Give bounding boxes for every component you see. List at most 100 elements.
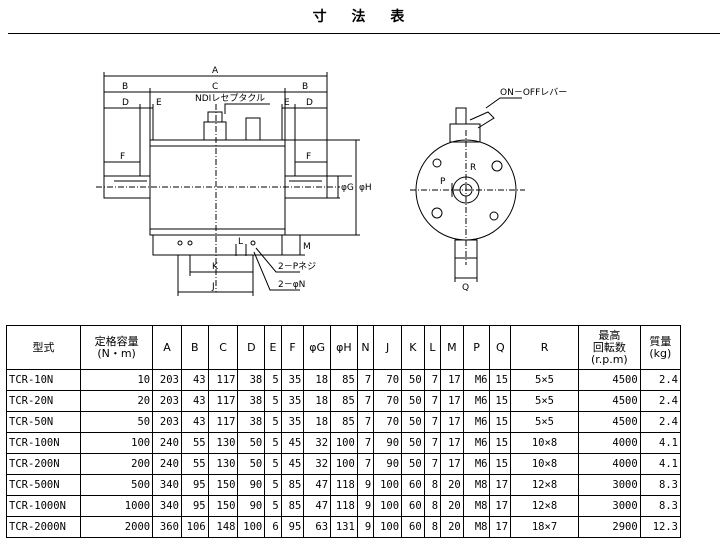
table-cell: 50 xyxy=(401,453,425,475)
table-cell: 4500 xyxy=(577,369,641,391)
dim-label-C: C xyxy=(212,82,218,92)
table-cell: 8.3 xyxy=(639,474,682,496)
dim-label-B-right: B xyxy=(302,82,308,92)
table-cell: 15 xyxy=(489,432,512,454)
table-cell: 55 xyxy=(180,453,209,475)
dim-label-Q: Q xyxy=(462,283,469,293)
table-cell: 18 xyxy=(303,390,332,412)
table-cell: 85 xyxy=(280,495,305,517)
dim-label-M: M xyxy=(303,242,311,252)
table-cell: 5 xyxy=(264,432,282,454)
table-cell: M6 xyxy=(462,369,491,391)
table-cell: 10×8 xyxy=(510,453,579,475)
table-cell: 85 xyxy=(330,411,358,433)
table-cell: 12.3 xyxy=(639,516,682,538)
table-cell: 2900 xyxy=(577,516,641,538)
table-cell: 240 xyxy=(152,453,182,475)
table-cell: TCR-50N xyxy=(5,411,82,433)
table-cell: 50 xyxy=(80,411,154,433)
table-cell: 45 xyxy=(280,432,305,454)
table-cell: TCR-20N xyxy=(5,390,82,412)
table-cell: 5 xyxy=(264,474,282,496)
table-cell: 100 xyxy=(237,516,266,538)
table-cell: 70 xyxy=(373,411,403,433)
table-cell: 50 xyxy=(401,411,425,433)
table-cell: 20 xyxy=(80,390,154,412)
callout-ndi-receptacle: NDIレセプタクル xyxy=(195,93,265,104)
table-cell: 85 xyxy=(330,369,358,391)
table-cell: 35 xyxy=(280,369,305,391)
header-cell: D xyxy=(237,325,266,370)
table-cell: 32 xyxy=(303,453,332,475)
table-cell: 17 xyxy=(440,390,464,412)
table-cell: 20 xyxy=(440,495,464,517)
table-cell: 50 xyxy=(237,432,266,454)
callout-n-hole: 2－φN xyxy=(278,280,305,290)
header-cell: N xyxy=(356,325,375,370)
table-cell: 9 xyxy=(356,474,375,496)
table-cell: 106 xyxy=(180,516,209,538)
table-cell: 500 xyxy=(80,474,154,496)
table-cell: 90 xyxy=(373,453,403,475)
mount-base xyxy=(152,234,283,256)
table-cell: 117 xyxy=(207,411,239,433)
table-cell: 38 xyxy=(237,369,266,391)
table-cell: 17 xyxy=(440,432,464,454)
header-cell: B xyxy=(180,325,209,370)
table-cell: 6 xyxy=(264,516,282,538)
table-cell: 100 xyxy=(373,495,403,517)
table-cell: 4500 xyxy=(577,411,641,433)
table-cell: 3000 xyxy=(577,495,641,517)
table-cell: M6 xyxy=(462,432,491,454)
table-cell: 2.4 xyxy=(639,411,682,433)
table-cell: 10×8 xyxy=(510,432,579,454)
table-cell: 3000 xyxy=(577,474,641,496)
table-cell: 7 xyxy=(423,432,442,454)
table-cell: 43 xyxy=(180,390,209,412)
header-cell: E xyxy=(264,325,282,370)
table-cell: M6 xyxy=(462,390,491,412)
table-cell: M8 xyxy=(462,474,491,496)
dim-label-F-right: F xyxy=(306,152,311,162)
table-cell: 2000 xyxy=(80,516,154,538)
table-cell: 203 xyxy=(152,369,182,391)
table-cell: 5 xyxy=(264,453,282,475)
table-cell: 12×8 xyxy=(510,474,579,496)
table-cell: 90 xyxy=(237,474,266,496)
table-cell: M8 xyxy=(462,516,491,538)
callout-onoff-lever: ON－OFFレバー xyxy=(500,87,567,98)
dim-label-F-left: F xyxy=(120,152,125,162)
table-cell: 47 xyxy=(303,495,332,517)
table-cell: 5×5 xyxy=(510,369,579,391)
table-cell: 15 xyxy=(489,369,512,391)
table-cell: 12×8 xyxy=(510,495,579,517)
table-cell: 2.4 xyxy=(639,369,682,391)
table-cell: 340 xyxy=(152,474,182,496)
table-cell: M8 xyxy=(462,495,491,517)
table-cell: 43 xyxy=(180,411,209,433)
header-cell: R xyxy=(510,325,579,370)
dim-label-E-left: E xyxy=(156,98,162,108)
table-cell: 50 xyxy=(401,369,425,391)
table-cell: 38 xyxy=(237,390,266,412)
dim-label-R: R xyxy=(470,163,476,173)
dim-label-D-left: D xyxy=(122,98,129,108)
table-cell: 150 xyxy=(207,474,239,496)
table-cell: 117 xyxy=(207,390,239,412)
table-cell: 90 xyxy=(237,495,266,517)
table-cell: 360 xyxy=(152,516,182,538)
dim-label-B-left: B xyxy=(122,82,128,92)
table-cell: 5 xyxy=(264,495,282,517)
header-cell: P xyxy=(462,325,491,370)
table-cell: 4500 xyxy=(577,390,641,412)
table-cell: 100 xyxy=(373,516,403,538)
dim-label-E-right: E xyxy=(284,98,290,108)
table-cell: 100 xyxy=(330,432,358,454)
dim-label-G: φG xyxy=(341,183,354,193)
header-max-rpm: 最高 回転数 (r.p.m) xyxy=(590,328,628,366)
header-cell: K xyxy=(401,325,425,370)
table-header-row: 型式 定格容量 (N・m) A B C D E F φG φH N J K L … xyxy=(5,325,682,370)
table-cell: 50 xyxy=(237,453,266,475)
